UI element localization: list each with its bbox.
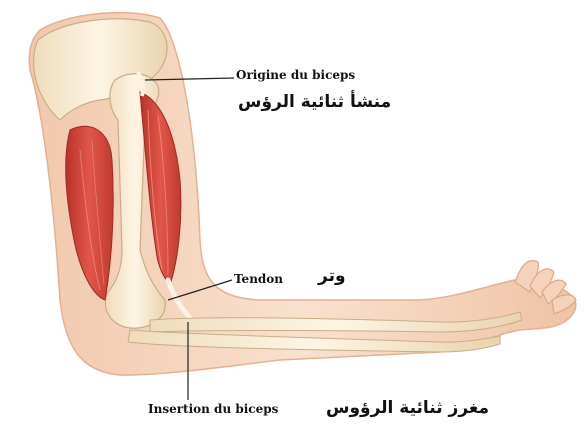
origin-label-fr: Origine du biceps bbox=[236, 68, 355, 82]
insertion-label-fr: Insertion du biceps bbox=[148, 402, 278, 416]
tendon-label-ar: وتر bbox=[318, 266, 346, 286]
tendon-label-fr: Tendon bbox=[234, 272, 283, 286]
insertion-label-ar: مغرز ثنائية الرؤوس bbox=[326, 398, 489, 418]
origin-label-ar: منشأ ثنائية الرؤس bbox=[238, 92, 391, 112]
